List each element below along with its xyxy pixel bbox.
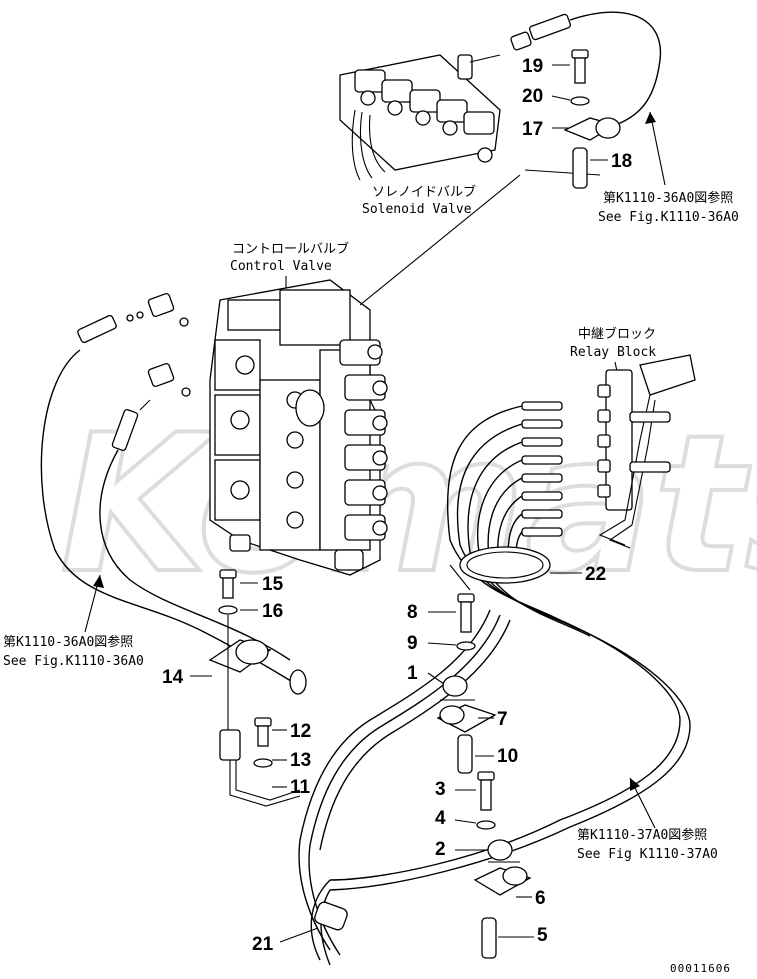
- part-number-10: 10: [497, 746, 518, 767]
- bolt-8: [457, 593, 475, 633]
- part-number-12: 12: [290, 721, 311, 742]
- spacer-5: [481, 917, 497, 959]
- ref-arrow-top: [649, 111, 666, 186]
- hose-stub: [524, 169, 601, 176]
- part-number-2: 2: [435, 839, 446, 860]
- clamp-17: [563, 117, 621, 141]
- part-number-21: 21: [252, 934, 274, 955]
- bracket-11: [219, 729, 301, 807]
- part-number-18: 18: [611, 151, 632, 172]
- komatsu-watermark: Komatsu: [60, 394, 757, 615]
- part-number-19: 19: [522, 56, 543, 77]
- washer-20: [570, 96, 590, 106]
- part-number-1: 1: [407, 663, 418, 684]
- hose-left-inner: [99, 449, 291, 661]
- washer-4: [476, 820, 496, 830]
- clamp-1: [440, 675, 475, 701]
- hose-end-21: [314, 901, 348, 931]
- part-number-6: 6: [535, 888, 546, 909]
- spacer-18: [572, 147, 588, 189]
- spacer-10: [457, 734, 473, 774]
- relay-block-drawing: [597, 354, 696, 549]
- washer-9: [456, 641, 476, 651]
- part-number-16: 16: [262, 601, 283, 622]
- relay-block-label-jp: 中継ブロック: [578, 326, 656, 342]
- control-valve-label-jp: コントロールバルブ: [232, 241, 349, 257]
- part-number-15: 15: [262, 574, 284, 595]
- part-number-13: 13: [290, 750, 311, 771]
- hose-loop-top: [569, 11, 662, 131]
- clamp-7: [436, 704, 497, 733]
- part-number-8: 8: [407, 602, 418, 623]
- ref-36a0-left-jp: 第K1110-36A0図参照: [3, 634, 133, 650]
- relay-block-label-en: Relay Block: [570, 345, 656, 360]
- ref-37a0-jp: 第K1110-37A0図参照: [577, 827, 707, 843]
- drawing-code: 00011606: [670, 962, 731, 975]
- part-number-5: 5: [537, 925, 548, 946]
- bolt-3: [477, 771, 495, 811]
- solenoid-valve-drawing: [339, 13, 571, 181]
- bolt-15: [219, 569, 237, 599]
- control-valve-drawing: [209, 174, 521, 576]
- part-number-20: 20: [522, 86, 543, 107]
- washer-13: [253, 758, 273, 768]
- part-number-11: 11: [290, 777, 311, 798]
- part-number-17: 17: [522, 119, 543, 140]
- washer-16: [218, 605, 238, 615]
- control-valve-label-en: Control Valve: [230, 259, 332, 274]
- part-number-14: 14: [162, 667, 184, 688]
- clamp-6: [473, 866, 532, 896]
- clamp-22: [449, 546, 551, 591]
- bolt-19: [571, 49, 589, 84]
- hose-bundle-lower: [298, 609, 511, 966]
- clamp-2: [487, 839, 520, 863]
- fittings-left: [77, 292, 191, 451]
- ref-37a0-en: See Fig K1110-37A0: [577, 847, 718, 862]
- part-number-7: 7: [497, 709, 508, 730]
- part-number-4: 4: [435, 808, 446, 829]
- bolt-12: [254, 717, 272, 747]
- ref-36a0-top-jp: 第K1110-36A0図参照: [603, 190, 733, 206]
- ref-36a0-left-en: See Fig.K1110-36A0: [3, 654, 144, 669]
- ref-36a0-top-en: See Fig.K1110-36A0: [598, 210, 739, 225]
- part-number-9: 9: [407, 633, 418, 654]
- part-number-22: 22: [585, 564, 606, 585]
- solenoid-valve-label-en: Solenoid Valve: [362, 202, 472, 217]
- solenoid-valve-label-jp: ソレノイドバルブ: [372, 184, 476, 200]
- clamp-14: [208, 615, 272, 735]
- part-number-3: 3: [435, 779, 446, 800]
